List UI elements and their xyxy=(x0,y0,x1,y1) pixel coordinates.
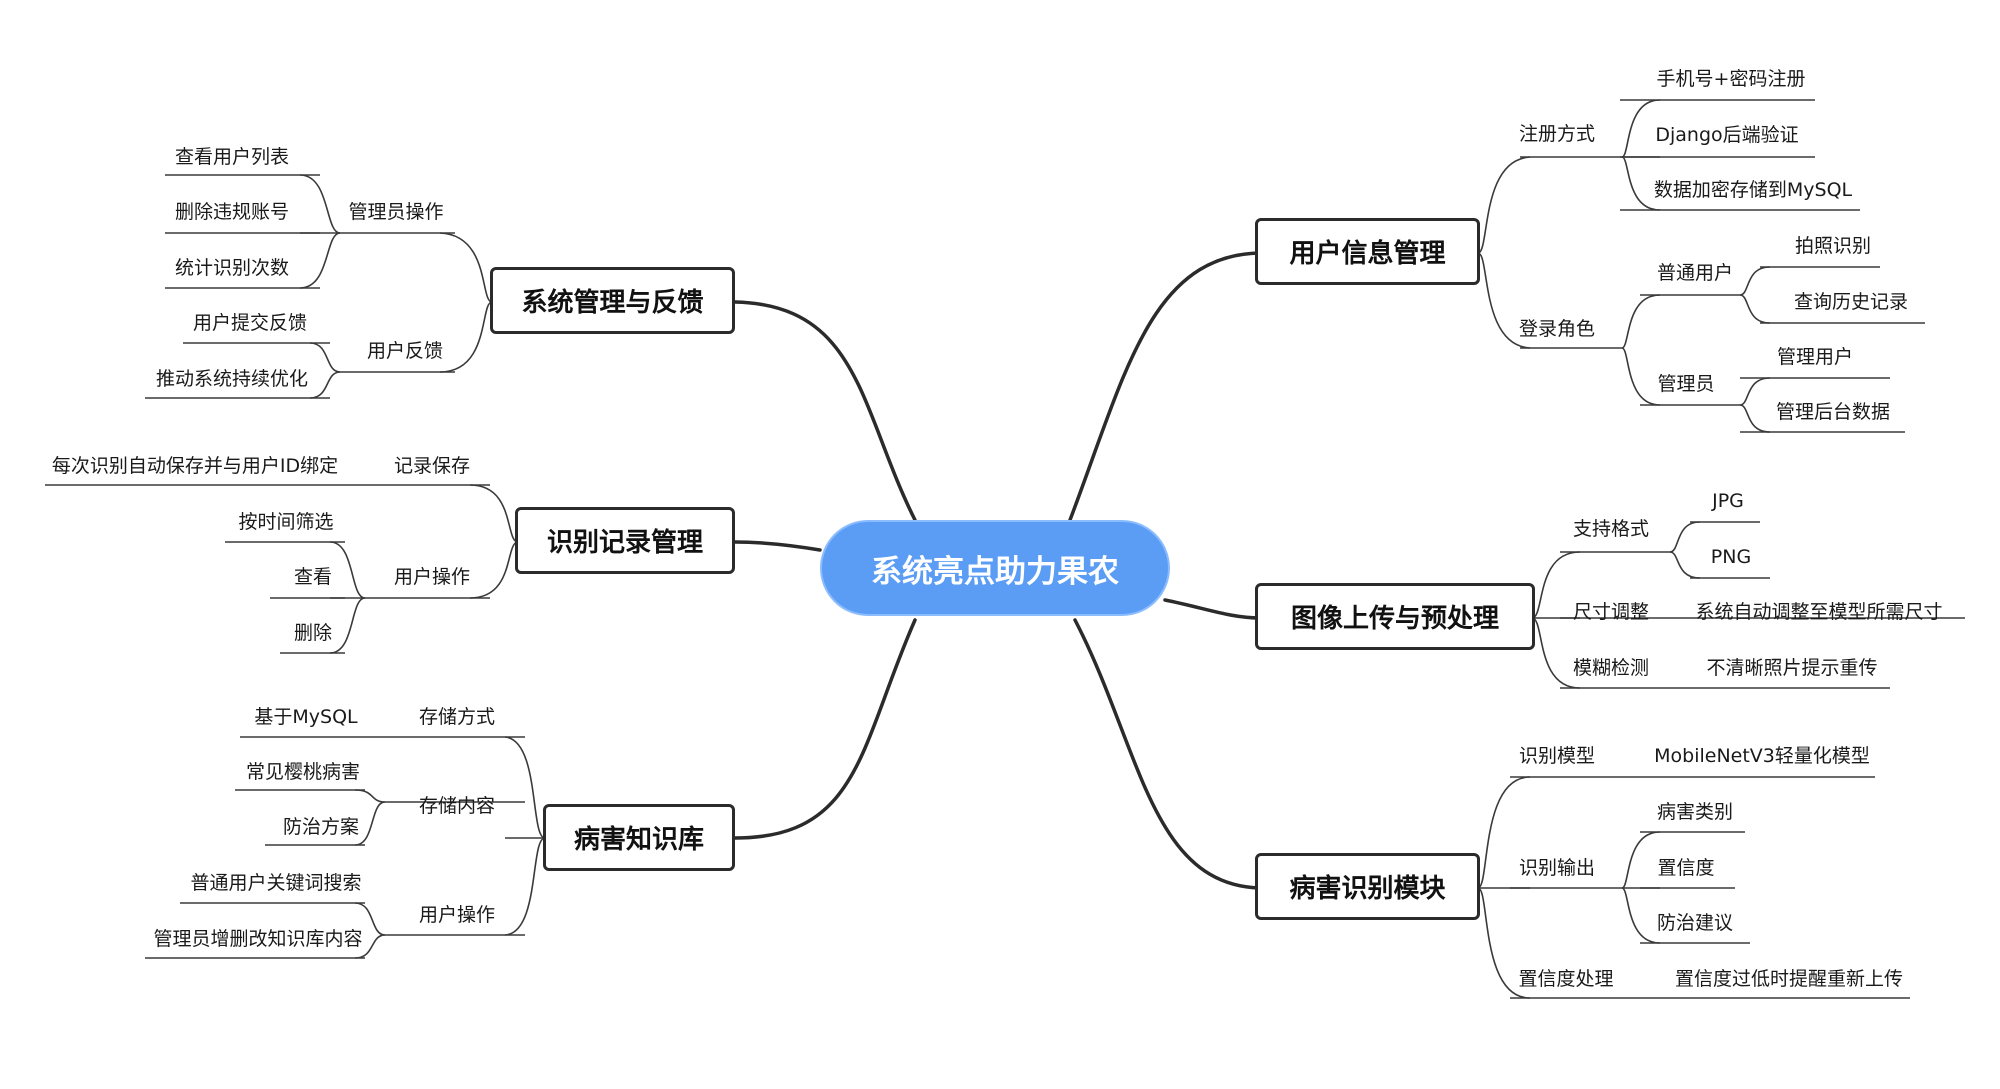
node-manage-data[interactable]: 管理后台数据 xyxy=(1775,401,1891,423)
node-keyword-search[interactable]: 普通用户关键词搜索 xyxy=(190,872,362,894)
node-prevention-plan[interactable]: 防治方案 xyxy=(282,816,360,838)
node-delete-accounts[interactable]: 删除违规账号 xyxy=(174,201,290,223)
branch-records xyxy=(733,540,822,552)
node-admin-ops[interactable]: 管理员操作 xyxy=(348,201,444,223)
node-filter-by-time[interactable]: 按时间筛选 xyxy=(238,511,334,533)
node-record-save-value[interactable]: 每次识别自动保存并与用户ID绑定 xyxy=(51,455,339,477)
branch-system xyxy=(733,300,917,522)
node-register-phone[interactable]: 手机号+密码注册 xyxy=(1656,68,1806,90)
topic-system-management[interactable]: 系统管理与反馈 xyxy=(490,267,735,334)
node-blur-value[interactable]: 不清晰照片提示重传 xyxy=(1706,657,1878,679)
node-record-save[interactable]: 记录保存 xyxy=(393,455,471,477)
node-format-png[interactable]: PNG xyxy=(1710,546,1752,568)
node-register-django[interactable]: Django后端验证 xyxy=(1655,124,1799,146)
center-topic[interactable]: 系统亮点助力果农 xyxy=(820,520,1170,616)
node-resize-value[interactable]: 系统自动调整至模型所需尺寸 xyxy=(1695,601,1943,623)
node-register-method[interactable]: 注册方式 xyxy=(1518,123,1596,145)
node-recognition-model[interactable]: 识别模型 xyxy=(1518,745,1596,767)
node-supported-format[interactable]: 支持格式 xyxy=(1572,518,1650,540)
sub-branches xyxy=(45,99,1965,999)
topic-disease-recognition[interactable]: 病害识别模块 xyxy=(1255,853,1480,920)
main-branches xyxy=(733,251,1262,890)
node-history-query[interactable]: 查询历史记录 xyxy=(1793,291,1909,313)
node-login-role[interactable]: 登录角色 xyxy=(1518,318,1596,340)
topic-record-management[interactable]: 识别记录管理 xyxy=(515,507,735,574)
node-count-recognitions[interactable]: 统计识别次数 xyxy=(174,257,290,279)
branch-user-info xyxy=(1068,251,1262,522)
node-blur-detect[interactable]: 模糊检测 xyxy=(1572,657,1650,679)
node-confidence-handling[interactable]: 置信度处理 xyxy=(1518,968,1614,990)
node-submit-feedback[interactable]: 用户提交反馈 xyxy=(192,312,308,334)
topic-user-info[interactable]: 用户信息管理 xyxy=(1255,218,1480,285)
node-normal-user[interactable]: 普通用户 xyxy=(1656,262,1734,284)
node-resize[interactable]: 尺寸调整 xyxy=(1572,601,1650,623)
topic-image-upload[interactable]: 图像上传与预处理 xyxy=(1255,583,1535,650)
node-cherry-diseases[interactable]: 常见樱桃病害 xyxy=(245,761,361,783)
topic-knowledge-base[interactable]: 病害知识库 xyxy=(543,804,735,871)
node-continuous-optimize[interactable]: 推动系统持续优化 xyxy=(155,368,309,390)
node-recognition-output[interactable]: 识别输出 xyxy=(1518,857,1596,879)
node-manage-users[interactable]: 管理用户 xyxy=(1776,346,1854,368)
node-record-user-ops[interactable]: 用户操作 xyxy=(393,566,471,588)
node-output-category[interactable]: 病害类别 xyxy=(1656,801,1734,823)
node-user-feedback[interactable]: 用户反馈 xyxy=(366,340,444,362)
node-knowledge-user-ops[interactable]: 用户操作 xyxy=(418,904,496,926)
node-storage-content[interactable]: 存储内容 xyxy=(418,795,496,817)
branch-image xyxy=(1163,598,1262,620)
node-delete-record[interactable]: 删除 xyxy=(293,622,333,644)
node-storage-method[interactable]: 存储方式 xyxy=(418,706,496,728)
branch-disease xyxy=(1073,618,1262,890)
node-confidence-value[interactable]: 置信度过低时提醒重新上传 xyxy=(1674,968,1904,990)
node-view-user-list[interactable]: 查看用户列表 xyxy=(174,146,290,168)
node-output-confidence[interactable]: 置信度 xyxy=(1657,857,1715,879)
node-admin[interactable]: 管理员 xyxy=(1657,373,1715,395)
node-output-advice[interactable]: 防治建议 xyxy=(1656,912,1734,934)
branch-knowledge xyxy=(733,618,917,840)
node-format-jpg[interactable]: JPG xyxy=(1712,490,1744,512)
node-model-value[interactable]: MobileNetV3轻量化模型 xyxy=(1654,745,1870,767)
node-admin-crud[interactable]: 管理员增删改知识库内容 xyxy=(153,928,363,950)
node-view-record[interactable]: 查看 xyxy=(293,566,333,588)
node-register-encrypt[interactable]: 数据加密存储到MySQL xyxy=(1653,179,1853,201)
node-photo-recognize[interactable]: 拍照识别 xyxy=(1794,235,1872,257)
node-storage-mysql[interactable]: 基于MySQL xyxy=(254,706,358,728)
